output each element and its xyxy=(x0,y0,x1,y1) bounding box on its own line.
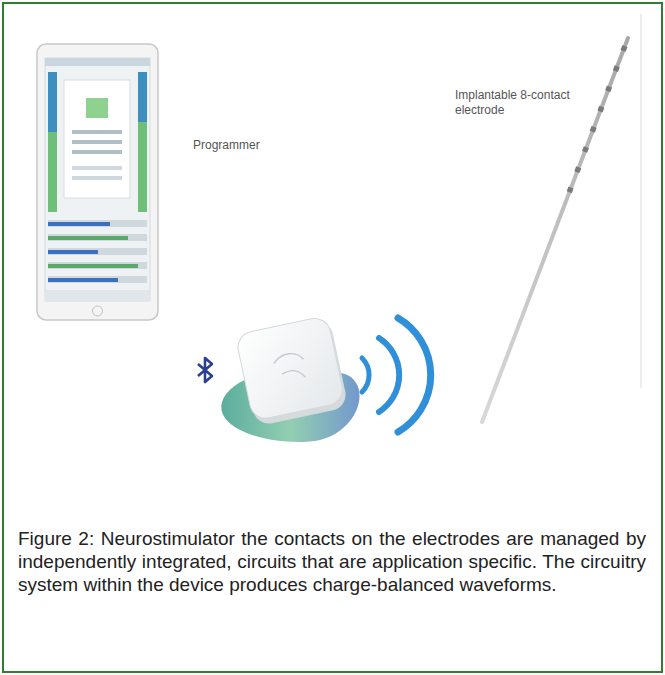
bluetooth-symbol xyxy=(198,358,212,382)
wireless-signal xyxy=(362,318,431,432)
panel-rule xyxy=(641,14,642,388)
frame-border xyxy=(3,3,662,672)
device-label: Programmer xyxy=(193,138,313,153)
figure-caption: Figure 2: Neurostimulator the contacts o… xyxy=(18,527,646,596)
electrode-label: Implantable 8-contact electrode xyxy=(455,88,571,118)
tablet-programmer xyxy=(37,44,158,320)
neurostimulator-device xyxy=(221,315,359,442)
